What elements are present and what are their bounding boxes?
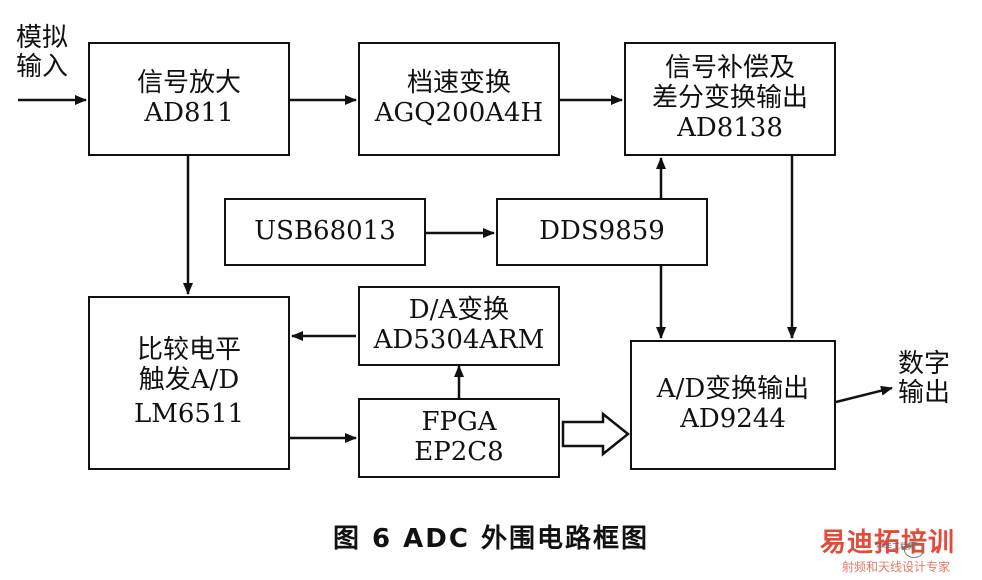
block-gear-switch: 档速变换 AGQ200A4H [358, 42, 560, 156]
wire-adc-to-output [835, 385, 893, 404]
block-adc: A/D变换输出 AD9244 [630, 340, 836, 470]
watermark-logo-icon [904, 542, 924, 558]
block-dac: D/A变换 AD5304ARM [358, 286, 560, 366]
figure-caption: 图 6 ADC 外围电路框图 [332, 524, 650, 554]
watermark-subtitle: 射频和天线设计专家 [842, 560, 951, 574]
block-signal-amplifier: 信号放大 AD811 [88, 42, 290, 156]
digital-output-label: 数字 输出 [898, 349, 951, 408]
block-comparator: 比较电平 触发A/D LM6511 [88, 296, 290, 470]
block-usb: USB68013 [224, 198, 426, 266]
block-signal-compensation: 信号补偿及 差分变换输出 AD8138 [624, 42, 836, 156]
block-fpga: FPGA EP2C8 [358, 398, 560, 478]
watermark-small: 中华工程网 [876, 542, 916, 551]
analog-input-label: 模拟 输入 [16, 23, 69, 82]
block-dds: DDS9859 [496, 198, 708, 266]
bus-arrow-fpga-to-adc [561, 411, 631, 457]
watermark-brand: 易迪拓培训 [820, 528, 956, 558]
